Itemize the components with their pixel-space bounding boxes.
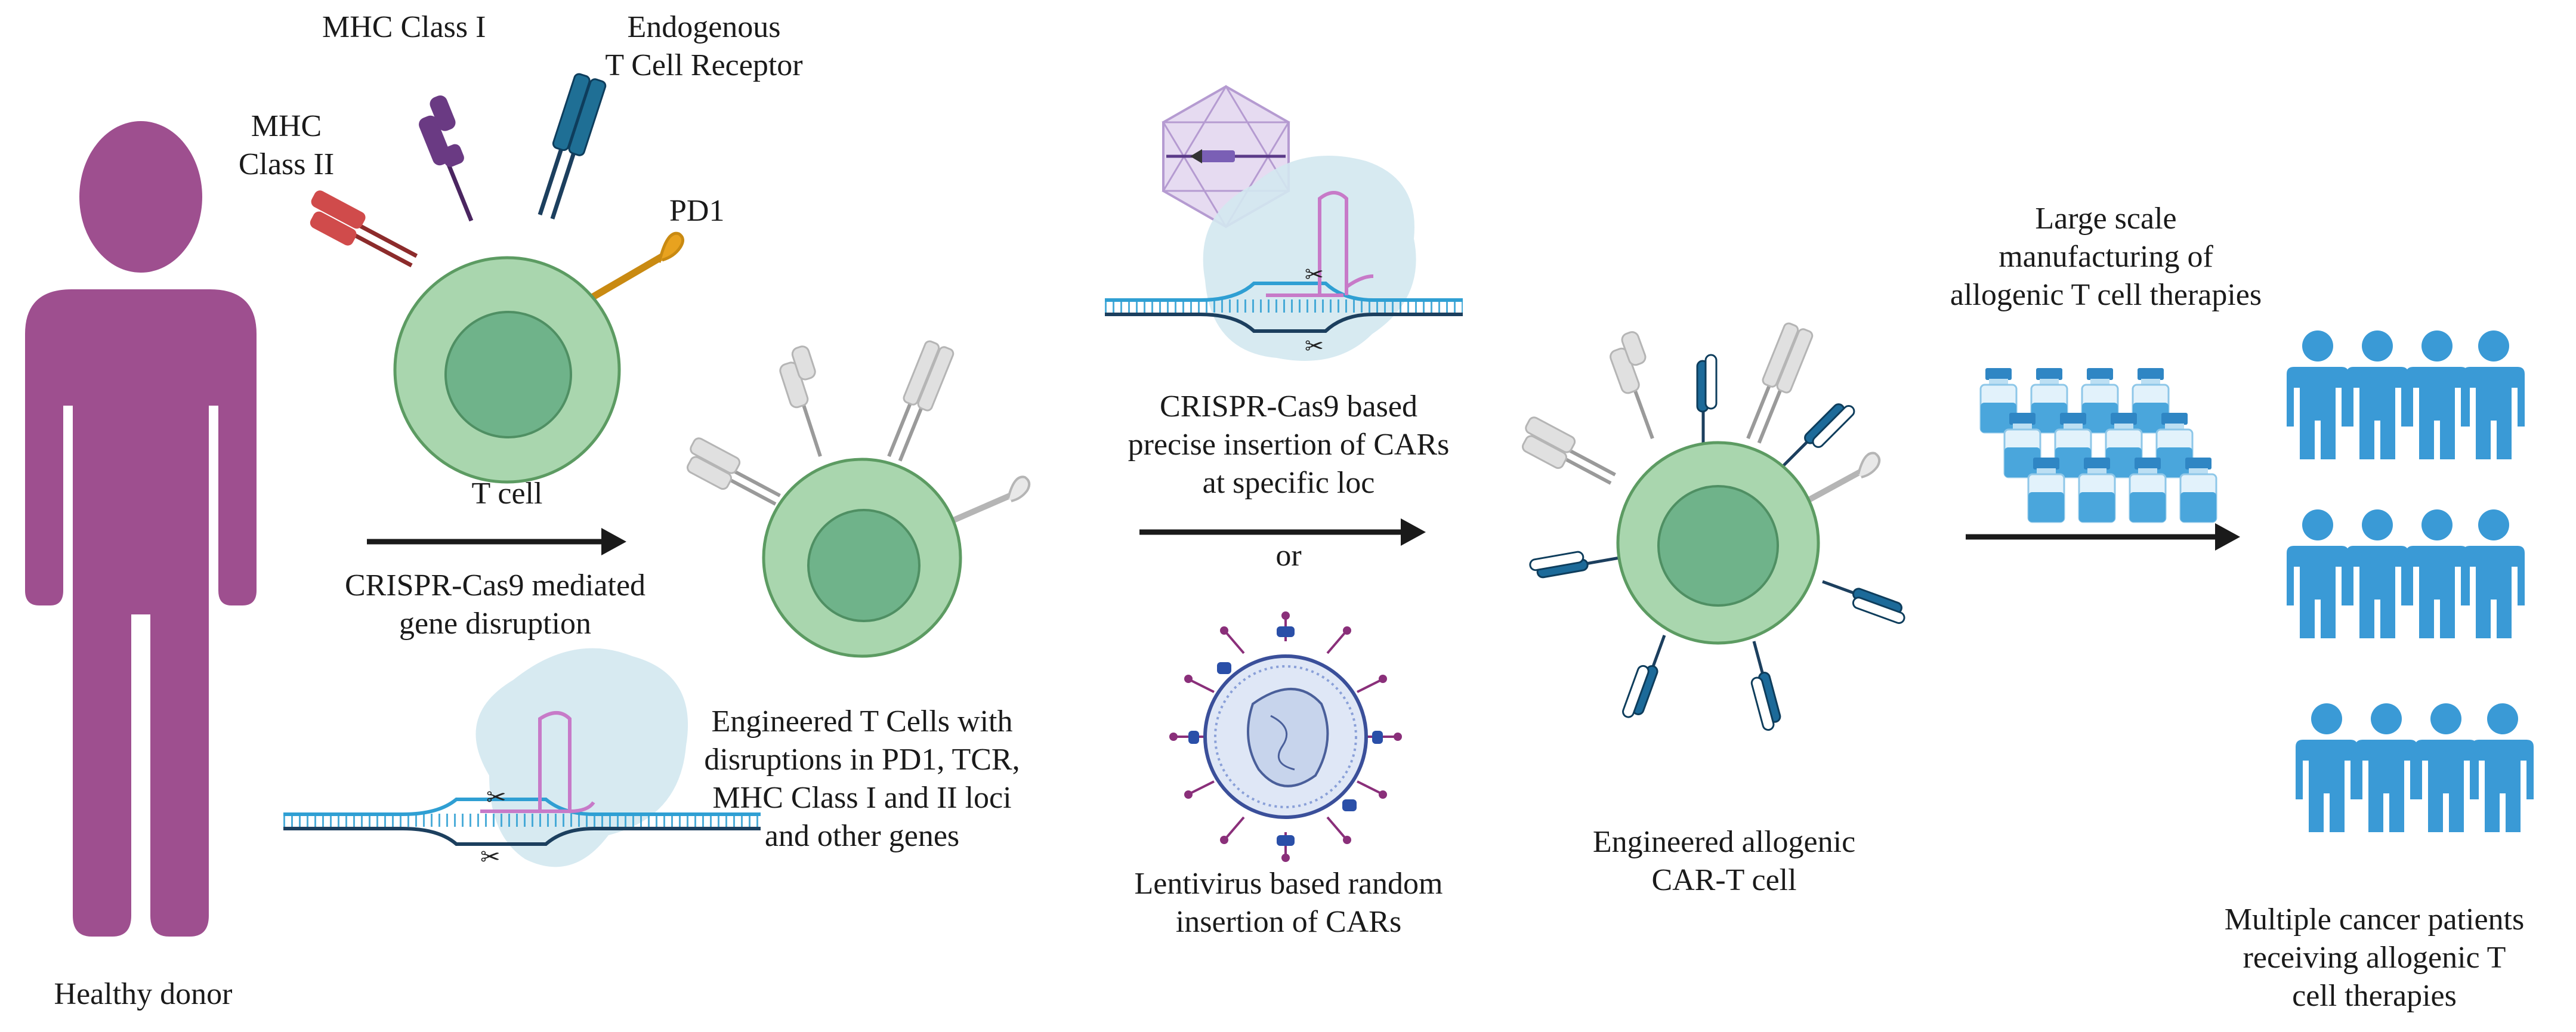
t-cell-label: T cell <box>471 477 543 511</box>
manufacturing-line-2: manufacturing of <box>1999 240 2213 274</box>
car-t-cell-icon <box>1522 322 1909 731</box>
tcr-receptor <box>538 73 607 220</box>
lentivirus-insertion-line-1: Lentivirus based random <box>1134 867 1443 901</box>
mhc-class-2-line-1: MHC <box>251 109 322 143</box>
engineered-car-t-label: Engineered allogenic CAR-T cell <box>1545 823 1903 900</box>
mhc-class-1-label: MHC Class I <box>322 10 486 44</box>
mhc-class-2-label: MHC Class II <box>221 107 352 184</box>
vial-icon-group <box>1979 367 2217 523</box>
endogenous-tcr-line-2: T Cell Receptor <box>605 48 803 82</box>
crispr-insertion-line-1: CRISPR-Cas9 based <box>1160 390 1417 424</box>
svg-text:✂: ✂ <box>1305 262 1324 288</box>
engineered-t-cells-line-2: disruptions in PD1, TCR, <box>704 743 1020 777</box>
manufacturing-line-1: Large scale <box>2035 202 2177 236</box>
manufacturing-label: Large scale manufacturing of allogenic T… <box>1903 200 2309 314</box>
crispr-disruption-line-2: gene disruption <box>399 607 592 641</box>
svg-text:✂: ✂ <box>1305 334 1324 359</box>
mhc-class-2-line-2: Class II <box>238 147 335 181</box>
crispr-disruption-line-1: CRISPR-Cas9 mediated <box>344 568 646 602</box>
mhc-class-1-receptor <box>419 95 474 222</box>
pd1-receptor <box>588 231 684 302</box>
or-label: or <box>1275 539 1302 573</box>
crispr-insertion-line-2: precise insertion of CARs <box>1128 428 1450 462</box>
crispr-cas9-complex-icon: ✂ ✂ <box>1105 156 1463 361</box>
patients-line-3: cell therapies <box>2292 979 2457 1013</box>
engineered-car-t-line-2: CAR-T cell <box>1651 863 1797 897</box>
lentivirus-insertion-label: Lentivirus based random insertion of CAR… <box>1086 865 1491 941</box>
engineered-t-cells-line-1: Engineered T Cells with <box>711 705 1013 739</box>
endogenous-tcr-label: Endogenous T Cell Receptor <box>549 8 859 85</box>
svg-text:✂: ✂ <box>486 784 506 811</box>
pd1-label: PD1 <box>669 194 725 228</box>
healthy-donor-label: Healthy donor <box>54 977 233 1011</box>
engineered-car-t-line-1: Engineered allogenic <box>1592 825 1856 859</box>
crispr-disruption-label: CRISPR-Cas9 mediated gene disruption <box>310 567 680 643</box>
svg-text:✂: ✂ <box>480 843 501 870</box>
patients-line-2: receiving allogenic T <box>2243 941 2506 975</box>
healthy-donor-figure <box>25 121 257 937</box>
engineered-t-cells-line-4: and other genes <box>764 819 960 853</box>
mhc-class-2-receptor <box>310 190 418 268</box>
crispr-cas9-complex-icon: ✂ ✂ <box>283 648 761 870</box>
engineered-t-cells-line-3: MHC Class I and II loci <box>712 781 1012 815</box>
patients-label: Multiple cancer patients receiving allog… <box>2177 901 2571 1015</box>
manufacturing-line-3: allogenic T cell therapies <box>1950 278 2262 312</box>
t-cell-icon <box>310 73 684 484</box>
engineered-t-cell-icon <box>687 340 1031 658</box>
lentivirus-icon <box>1169 611 1402 862</box>
crispr-insertion-line-3: at specific loc <box>1202 466 1375 500</box>
arrow-icon <box>1139 518 1426 546</box>
lentivirus-insertion-line-2: insertion of CARs <box>1175 905 1402 939</box>
engineered-t-cells-label: Engineered T Cells with disruptions in P… <box>695 703 1029 855</box>
patient-figure-icon-group <box>2287 330 2534 832</box>
crispr-insertion-label: CRISPR-Cas9 based precise insertion of C… <box>1086 388 1491 502</box>
arrow-icon <box>367 528 626 555</box>
arrow-icon <box>1966 523 2240 551</box>
patients-line-1: Multiple cancer patients <box>2224 903 2525 937</box>
endogenous-tcr-line-1: Endogenous <box>627 10 781 44</box>
